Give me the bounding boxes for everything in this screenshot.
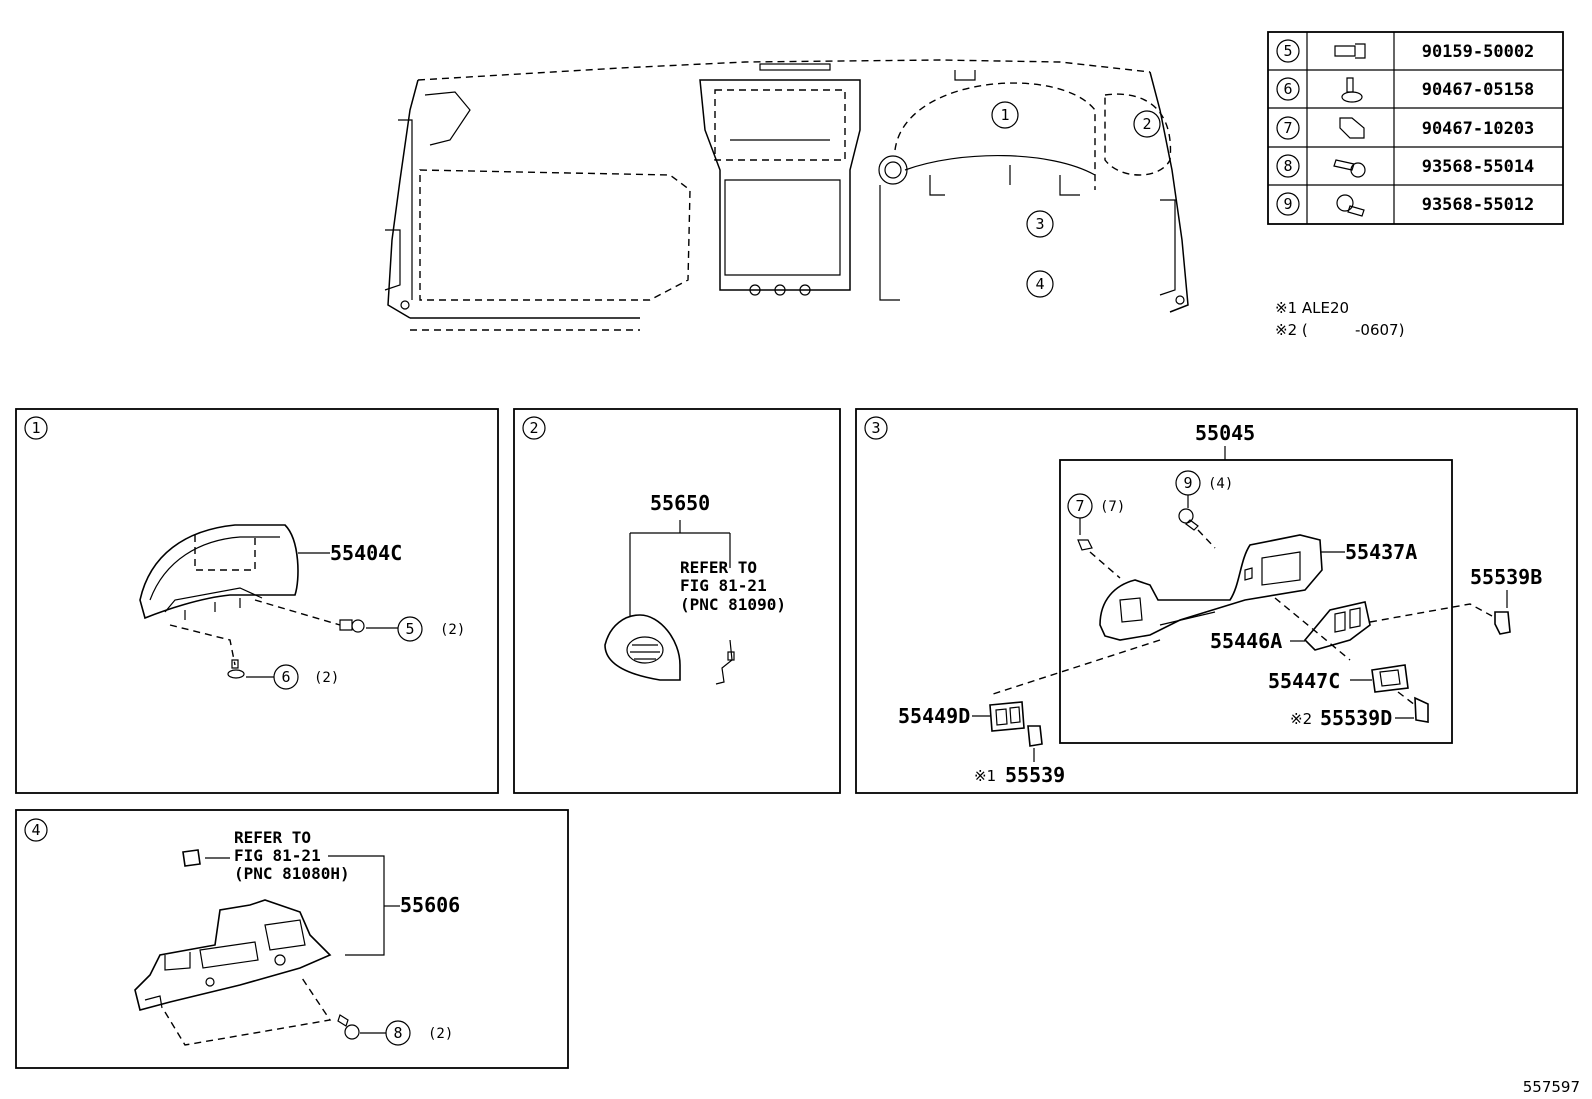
callout-2[interactable]: 2 (1133, 110, 1161, 138)
callout-9-label: 9 (1183, 474, 1192, 492)
hardware-row-9-callout: 9 (1283, 195, 1292, 213)
panel-4-lower-finish: 4 REFER TO FIG 81-21 (PNC 81080H) 55606 … (15, 809, 569, 1069)
qty-8: (2) (428, 1026, 453, 1042)
callout-1[interactable]: 1 (991, 101, 1019, 129)
retainer-clip-icon (1077, 539, 1093, 551)
hardware-row-9: 9 93568-55012 (1276, 192, 1535, 217)
panel-2-register: 2 55650 REFER TO FIG 81-21 (PNC 81090) (513, 408, 841, 794)
qty-5: (2) (440, 622, 465, 638)
callout-5[interactable] (397, 616, 423, 642)
panel-3-badge-label: 3 (871, 419, 880, 437)
hardware-row-5-part-number[interactable]: 90159-50002 (1422, 42, 1535, 62)
bolt-icon (339, 619, 365, 633)
switch-base-55539-drawing (1027, 725, 1043, 747)
refer-to-line3: (PNC 81090) (680, 595, 786, 614)
panel-2-badge (522, 416, 546, 440)
refer-to-line2[interactable]: FIG 81-21 (680, 576, 767, 595)
wire-harness-icon (715, 639, 735, 685)
screw-icon (1333, 159, 1366, 178)
screw-icon (1178, 508, 1199, 531)
callout-3-label: 3 (1035, 215, 1044, 233)
switch-hole-cover-drawing (1303, 601, 1371, 651)
refer-to-line1: REFER TO (234, 828, 311, 847)
panel-3-lower-panel: 3 55045 9 (4) 7 (7) 55437A (855, 408, 1578, 794)
panel-3-badge (864, 416, 888, 440)
callout-5-label: 5 (405, 620, 414, 638)
note-1-marker: ※1 (974, 767, 996, 785)
instrument-panel-overview (384, 59, 1189, 331)
switch-hole-base-drawing (989, 701, 1025, 732)
part-55045[interactable]: 55045 (1195, 421, 1255, 445)
register-vent-drawing (604, 614, 681, 681)
callout-2-label: 2 (1142, 115, 1151, 133)
callout-7-label: 7 (1075, 497, 1084, 515)
switch-base-55539B-drawing (1494, 611, 1511, 635)
hardware-row-7: 7 90467-10203 (1276, 116, 1535, 140)
qty-6: (2) (314, 670, 339, 686)
part-55447C[interactable]: 55447C (1268, 669, 1340, 693)
part-55650[interactable]: 55650 (650, 491, 710, 515)
hardware-row-8-part-number[interactable]: 93568-55014 (1422, 157, 1535, 177)
hardware-row-7-callout: 7 (1283, 119, 1292, 137)
callout-8-label: 8 (393, 1024, 402, 1042)
hardware-table: 5 90159-50002 6 90467-05158 7 90467-1020… (1267, 31, 1564, 225)
panel-1-badge-label: 1 (31, 419, 40, 437)
hardware-row-5-callout: 5 (1283, 42, 1292, 60)
callout-4-label: 4 (1035, 275, 1044, 293)
part-55449D[interactable]: 55449D (898, 704, 970, 728)
panel-1-badge (24, 416, 48, 440)
lower-finish-panel-drawing (134, 899, 332, 1011)
note-2-open: ※2 ( (1275, 321, 1308, 339)
part-55606[interactable]: 55606 (400, 893, 460, 917)
cluster-finish-panel-drawing (139, 524, 299, 620)
note-2-close: -0607) (1355, 321, 1404, 339)
hardware-row-8: 8 93568-55014 (1276, 154, 1535, 178)
clip-icon (227, 659, 245, 679)
note-2-marker: ※2 (1290, 710, 1312, 728)
clip-icon (1341, 77, 1363, 103)
part-55437A[interactable]: 55437A (1345, 540, 1417, 564)
switch-hole-cover-2-drawing (1371, 664, 1409, 693)
part-55539[interactable]: 55539 (1005, 763, 1065, 787)
callout-1-label: 1 (1000, 106, 1009, 124)
callout-6[interactable] (273, 664, 299, 690)
refer-to-line1: REFER TO (680, 558, 757, 577)
panel-4-badge-label: 4 (31, 821, 40, 839)
bolt-icon (1334, 43, 1366, 59)
callout-6-label: 6 (281, 668, 290, 686)
assembly-box-55045 (1059, 459, 1453, 744)
refer-to-line2[interactable]: FIG 81-21 (234, 846, 321, 865)
callout-4[interactable]: 4 (1026, 270, 1054, 298)
application-notes: ※1 ALE20 ※2 ( -0607) (1275, 299, 1404, 339)
hardware-row-9-part-number[interactable]: 93568-55012 (1422, 195, 1535, 215)
hardware-row-8-callout: 8 (1283, 157, 1292, 175)
lower-panel-drawing (1099, 534, 1323, 641)
screw-icon (337, 1014, 360, 1040)
note-1: ※1 ALE20 (1275, 299, 1349, 317)
hardware-row-6-callout: 6 (1283, 80, 1292, 98)
figure-id: 557597 (1523, 1078, 1580, 1096)
part-55404C[interactable]: 55404C (330, 541, 402, 565)
part-55539D[interactable]: 55539D (1320, 706, 1392, 730)
hardware-row-5: 5 90159-50002 (1276, 39, 1535, 63)
overview-callouts: 1 2 3 4 (991, 101, 1161, 298)
callout-8[interactable] (385, 1020, 411, 1046)
callout-3[interactable]: 3 (1026, 210, 1054, 238)
retainer-clip-icon (1339, 117, 1365, 139)
hardware-row-6-part-number[interactable]: 90467-05158 (1422, 80, 1535, 100)
panel-1-cluster-finish: 1 55404C 5 (2) 6 (2) (15, 408, 499, 794)
screw-icon (1336, 194, 1365, 217)
qty-9: (4) (1208, 476, 1233, 492)
panel-4-badge (24, 818, 48, 842)
hardware-row-7-part-number[interactable]: 90467-10203 (1422, 119, 1535, 139)
part-55446A[interactable]: 55446A (1210, 629, 1282, 653)
panel-2-badge-label: 2 (529, 419, 538, 437)
qty-7: (7) (1100, 499, 1125, 515)
clip-icon (182, 849, 201, 867)
hardware-row-6: 6 90467-05158 (1276, 77, 1535, 103)
switch-base-55539D-drawing (1414, 696, 1429, 723)
refer-to-line3: (PNC 81080H) (234, 864, 350, 883)
part-55539B[interactable]: 55539B (1470, 565, 1542, 589)
